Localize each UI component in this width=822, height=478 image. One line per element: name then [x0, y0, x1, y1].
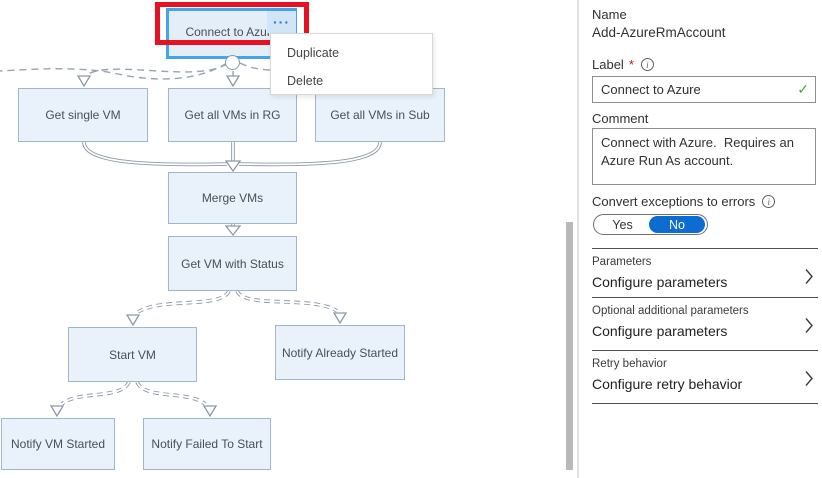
link-status-notify-started — [235, 289, 338, 313]
toggle-option-yes[interactable]: Yes — [612, 217, 633, 232]
node-label: Get all VMs in RG — [184, 108, 281, 122]
arrowhead — [225, 75, 241, 88]
comment-textarea[interactable]: Connect with Azure. Requires an Azure Ru… — [592, 128, 816, 185]
label-field-caption: Label * i — [592, 57, 654, 72]
arrowhead — [76, 75, 92, 88]
link-handle-circle[interactable] — [225, 55, 240, 70]
section-divider — [592, 297, 818, 298]
exceptions-toggle-label: Convert exceptions to errors — [592, 194, 756, 209]
panel-divider — [577, 0, 579, 478]
arrowhead — [49, 405, 65, 418]
arrowhead — [332, 312, 348, 325]
toggle-option-no-selected[interactable]: No — [649, 216, 705, 233]
chevron-right-icon — [805, 371, 813, 386]
node-get-single-vm[interactable]: Get single VM — [18, 88, 148, 142]
link-core — [236, 290, 338, 312]
node-notify-vm-started[interactable]: Notify VM Started — [1, 418, 115, 470]
node-options-ellipsis-button[interactable]: ··· — [267, 11, 296, 33]
section-action: Configure parameters — [592, 323, 728, 339]
label-text: Label — [592, 57, 624, 72]
section-action: Configure retry behavior — [592, 376, 743, 392]
exceptions-toggle-caption: Convert exceptions to errors i — [592, 194, 776, 209]
link-core — [61, 381, 130, 405]
name-label: Name — [592, 7, 627, 22]
node-label: Notify Failed To Start — [151, 437, 263, 451]
section-parameters[interactable]: Parameters Configure parameters — [592, 256, 818, 300]
activity-properties-panel: Name Add-AzureRmAccount Label * i ✓ Comm… — [580, 0, 822, 478]
label-input-wrap: ✓ — [592, 76, 816, 103]
link-status-start-vm — [137, 289, 231, 314]
info-icon: i — [762, 195, 776, 208]
node-merge-vms[interactable]: Merge VMs — [168, 172, 297, 224]
node-label: Connect to Azure — [185, 25, 278, 39]
node-label: Notify Already Started — [281, 345, 399, 360]
node-label: Notify VM Started — [10, 437, 106, 451]
node-label: Get VM with Status — [181, 256, 284, 271]
required-asterisk: * — [628, 57, 634, 72]
chevron-right-icon — [805, 269, 813, 284]
link-core — [136, 381, 206, 405]
node-label: Merge VMs — [201, 191, 264, 205]
link-core — [83, 141, 228, 166]
node-get-all-vms-in-sub[interactable]: Get all VMs in Sub — [315, 88, 445, 142]
section-action: Configure parameters — [592, 274, 728, 290]
node-get-vm-with-status[interactable]: Get VM with Status — [168, 236, 297, 291]
link-connect-offscreen — [0, 62, 228, 80]
section-divider — [592, 248, 818, 249]
link-core — [238, 141, 381, 166]
connector-layer — [0, 62, 388, 418]
node-label: Get single VM — [45, 108, 121, 122]
canvas-vertical-scrollbar[interactable] — [566, 222, 573, 470]
arrowhead — [125, 314, 141, 327]
node-notify-already-started[interactable]: Notify Already Started — [275, 325, 405, 380]
link-start-notify-vm-started — [60, 380, 131, 406]
arrowhead — [224, 160, 242, 173]
node-start-vm[interactable]: Start VM — [68, 327, 197, 382]
arrowhead — [224, 225, 242, 237]
label-input[interactable] — [592, 76, 816, 103]
section-label: Parameters — [592, 256, 652, 268]
chevron-right-icon — [805, 318, 813, 333]
node-get-all-vms-in-rg[interactable]: Get all VMs in RG — [168, 88, 297, 142]
arrowhead — [202, 405, 218, 418]
node-label: Start VM — [109, 347, 156, 362]
section-optional-parameters[interactable]: Optional additional parameters Configure… — [592, 305, 818, 349]
valid-check-icon: ✓ — [797, 81, 809, 97]
section-retry-behavior[interactable]: Retry behavior Configure retry behavior — [592, 358, 818, 402]
link-start-notify-failed — [135, 380, 207, 406]
runbook-canvas[interactable]: Get single VM Get all VMs in RG Get all … — [0, 0, 578, 478]
section-label: Retry behavior — [592, 358, 667, 370]
comment-label: Comment — [592, 111, 649, 126]
section-label: Optional additional parameters — [592, 305, 749, 317]
activity-name-value: Add-AzureRmAccount — [592, 25, 726, 40]
link-sub-merge — [238, 141, 382, 167]
link-core — [137, 290, 230, 313]
convert-exceptions-toggle[interactable]: Yes No — [593, 214, 708, 235]
link-connect-get-single-vm — [87, 63, 228, 75]
menu-item-delete[interactable]: Delete — [287, 74, 324, 88]
node-label: Get all VMs in Sub — [330, 108, 430, 122]
section-divider — [592, 403, 818, 404]
node-context-menu: Duplicate Delete — [270, 33, 433, 95]
info-icon: i — [640, 58, 654, 71]
section-divider — [592, 350, 818, 351]
menu-item-duplicate[interactable]: Duplicate — [287, 46, 340, 60]
node-notify-failed-to-start[interactable]: Notify Failed To Start — [143, 418, 271, 470]
link-single-merge — [82, 141, 228, 167]
